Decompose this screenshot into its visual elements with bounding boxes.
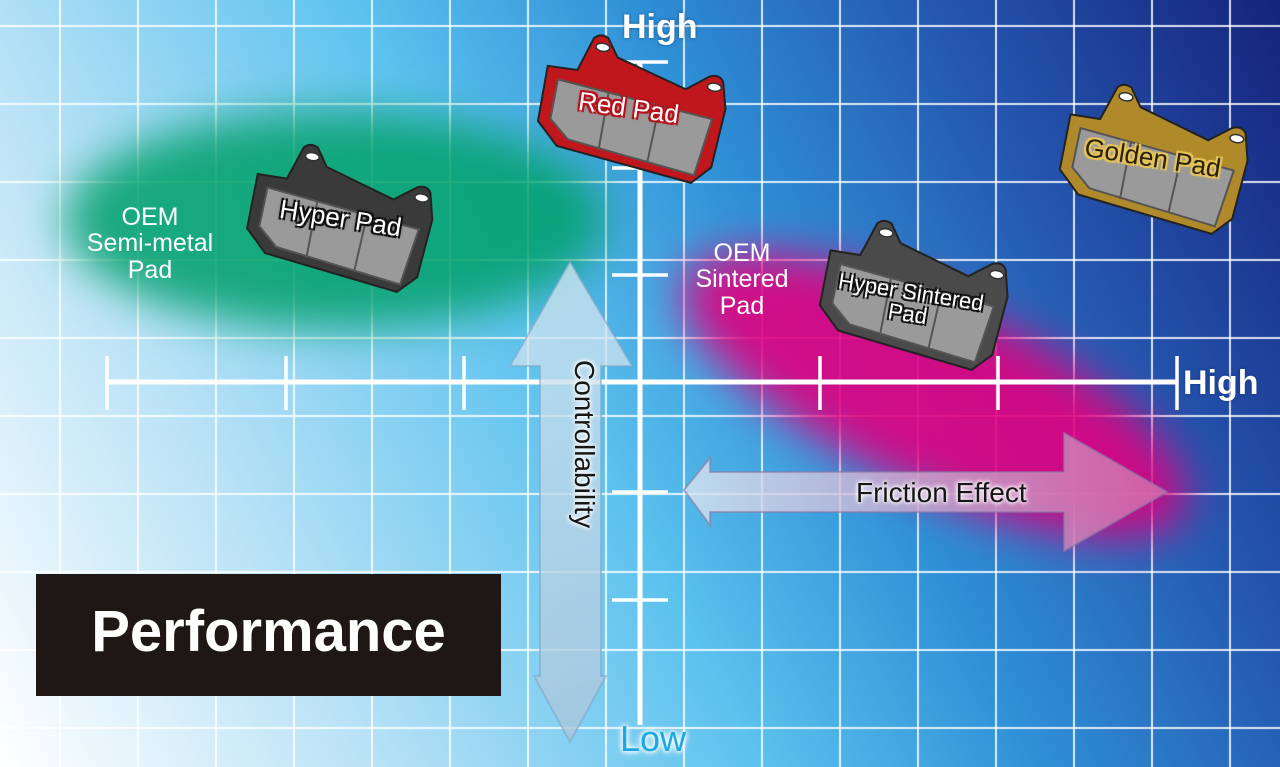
red-pad: Red Pad [523,25,742,201]
performance-title-box: Performance [36,574,501,696]
hyper-sintered-pad: Hyper Sintered Pad [803,209,1024,388]
controllability-label: Controllability [568,360,600,528]
golden-pad: Golden Pad [1043,73,1264,252]
page-title: Performance [36,598,501,665]
hyper-pad: Hyper Pad [230,133,451,310]
friction-effect-label: Friction Effect [856,477,1027,509]
